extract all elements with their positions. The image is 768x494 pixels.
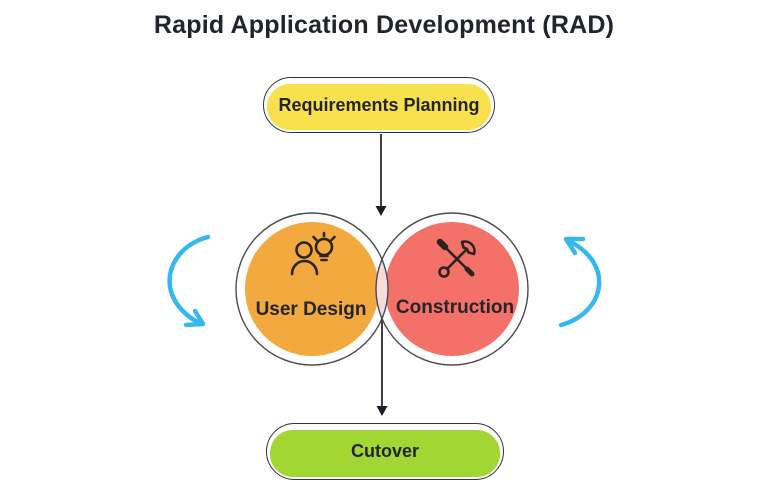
wrench-screwdriver-icon (436, 238, 476, 278)
person-lightbulb-icon (290, 231, 336, 276)
circles-overlap (375, 259, 389, 319)
construction-circle-outline (375, 212, 529, 366)
requirements-planning-node: Requirements Planning (263, 77, 495, 133)
iterate-arrow-right (558, 236, 602, 328)
construction-label: Construction (395, 297, 515, 318)
user-design-label: User Design (255, 299, 367, 320)
construction-circle-fill (385, 222, 519, 356)
cutover-fill (270, 430, 500, 477)
requirements-planning-fill (267, 84, 491, 130)
user-design-circle-fill (245, 222, 379, 356)
cutover-label: Cutover (350, 441, 419, 461)
requirements-planning-label: Requirements Planning (278, 94, 480, 115)
flow-arrow-top (375, 134, 387, 216)
flow-arrow-bottom (376, 318, 388, 416)
user-design-circle-outline (235, 212, 389, 366)
iterate-arrow-left (167, 234, 211, 328)
page-title: Rapid Application Development (RAD) (153, 11, 615, 39)
cutover-node: Cutover (266, 423, 504, 480)
